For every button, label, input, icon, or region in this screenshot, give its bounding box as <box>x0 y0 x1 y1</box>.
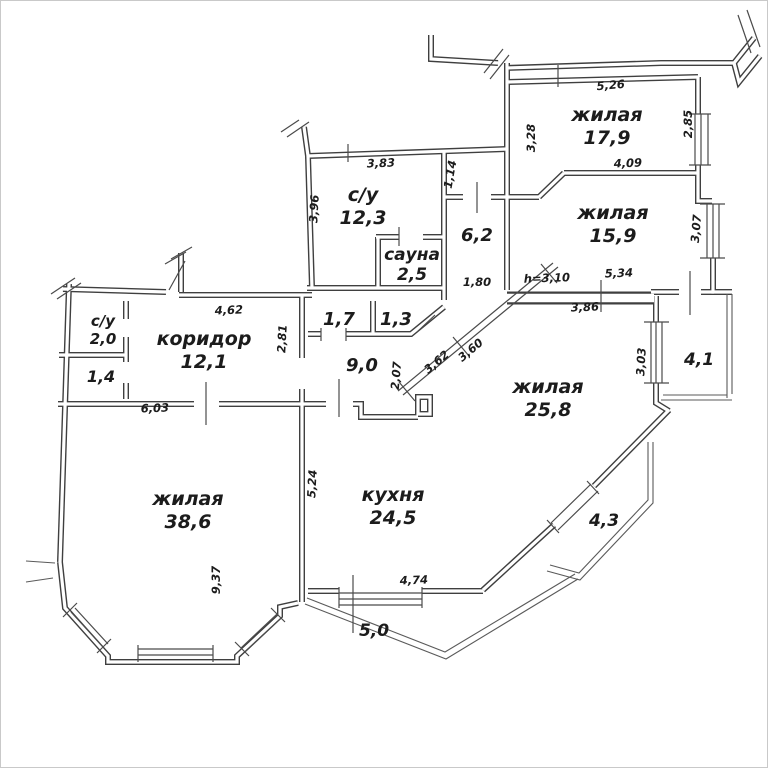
room-area-corridor-12-1: 12,1 <box>181 351 228 373</box>
room-area-hall-9-0: 9,0 <box>346 355 378 376</box>
room-area-closet-1-3: 1,3 <box>380 309 412 330</box>
room-name-living-25-8: жилая <box>511 376 583 398</box>
dimension-3-28: 3,28 <box>524 124 538 152</box>
dimension-3-03: 3,03 <box>633 347 648 376</box>
room-area-living-17-9: 17,9 <box>584 127 631 149</box>
dimension-5-24: 5,24 <box>304 469 319 498</box>
dimension-3-62: 3,62 <box>421 347 452 376</box>
dimension-4-62: 4,62 <box>213 303 243 318</box>
walls-inner-layer <box>58 35 762 664</box>
dimension-4-09: 4,09 <box>612 156 642 171</box>
room-area-balcony-4-1: 4,1 <box>683 350 714 370</box>
dimension-h-3-10: h=3,10 <box>524 270 571 286</box>
dimension-3-83: 3,83 <box>366 156 395 171</box>
dimension-2-07: 2,07 <box>388 361 404 390</box>
room-area-sauna-2-5: 2,5 <box>397 265 427 285</box>
labels-layer: жилая17,9жилая15,9с/у12,3сауна2,56,2с/у2… <box>87 77 714 641</box>
dimension-1-80: 1,80 <box>463 275 491 289</box>
dimension-2-81: 2,81 <box>274 324 289 353</box>
room-area-bathroom-2-0: 2,0 <box>90 330 117 348</box>
room-name-living-15-9: жилая <box>576 202 648 224</box>
dimension-6-03: 6,03 <box>140 401 169 416</box>
room-area-living-38-6: 38,6 <box>165 511 212 533</box>
room-area-closet-1-7: 1,7 <box>323 309 355 330</box>
room-name-bathroom-12-3: с/у <box>348 184 380 206</box>
room-name-kitchen-24-5: кухня <box>362 484 425 506</box>
dimension-1-14: 1,14 <box>441 159 460 189</box>
dimension-4-74: 4,74 <box>398 573 428 588</box>
dimension-9-37: 9,37 <box>209 566 223 594</box>
details-layer <box>25 9 761 662</box>
room-name-living-17-9: жилая <box>570 104 642 126</box>
dimension-3-07: 3,07 <box>688 214 704 243</box>
dimension-5-26: 5,26 <box>596 77 625 93</box>
room-area-living-25-8: 25,8 <box>525 399 572 421</box>
dimension-2-85: 2,85 <box>681 110 695 138</box>
room-area-kitchen-24-5: 24,5 <box>370 507 417 529</box>
dimension-5-34: 5,34 <box>604 266 633 281</box>
room-name-sauna-2-5: сауна <box>384 245 440 265</box>
room-name-corridor-12-1: коридор <box>157 328 252 350</box>
room-area-bathroom-12-3: 12,3 <box>340 207 387 229</box>
room-name-living-38-6: жилая <box>151 488 223 510</box>
room-area-hall-6-2: 6,2 <box>461 225 493 246</box>
room-area-balcony-5-0: 5,0 <box>359 621 389 641</box>
room-area-storage-1-4: 1,4 <box>87 367 115 386</box>
room-area-living-15-9: 15,9 <box>590 225 637 247</box>
room-area-balcony-4-3: 4,3 <box>588 511 619 531</box>
dimension-3-86: 3,86 <box>570 300 599 315</box>
dimension-3-96: 3,96 <box>306 194 321 223</box>
room-name-bathroom-2-0: с/у <box>91 312 116 330</box>
